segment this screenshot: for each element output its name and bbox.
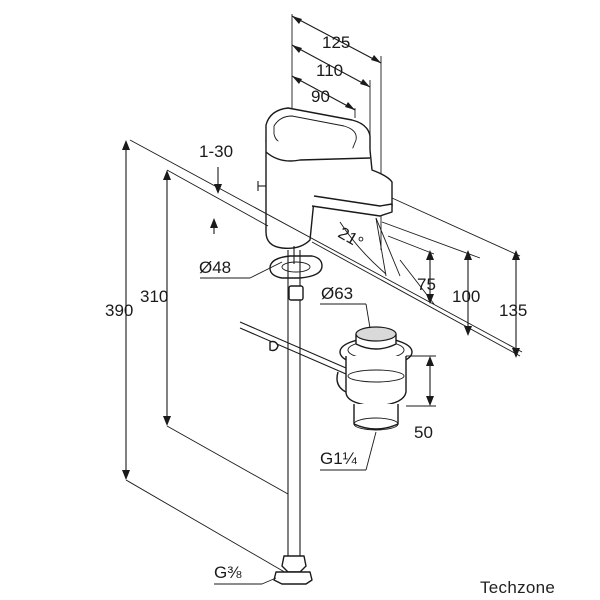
dim-1-30-leader — [210, 167, 222, 234]
pull-rod — [239, 321, 347, 375]
dim-310-label: 310 — [140, 287, 168, 306]
dim-1-30-label: 1-30 — [199, 142, 233, 161]
dim-125-label: 125 — [322, 33, 350, 52]
techzone-watermark: Techzone — [480, 578, 555, 597]
dim-135-label: 135 — [499, 301, 527, 320]
dia-63-label: Ø63 — [321, 284, 353, 303]
dim-50-label: 50 — [414, 423, 433, 442]
dim-90-label: 90 — [311, 87, 330, 106]
dim-110-label: 110 — [316, 61, 343, 80]
supply-hose — [273, 246, 313, 585]
angle-21-label: 21° — [335, 223, 367, 252]
left-dimension-lines — [122, 140, 289, 575]
dim-100-label: 100 — [452, 287, 480, 306]
dim-390-label: 390 — [105, 301, 133, 320]
dim-50-line — [406, 355, 436, 407]
angle-marker — [339, 217, 401, 277]
thread-g1-1-4-label: G1¼ — [320, 449, 358, 468]
right-dimension-lines — [129, 139, 523, 358]
thread-g3-8-label: G⅜ — [214, 563, 242, 582]
dia-48-label: Ø48 — [199, 258, 231, 277]
dim-75-label: 75 — [417, 275, 436, 294]
faucet-body — [257, 107, 393, 279]
pop-up-drain — [336, 326, 413, 431]
top-dimension-lines — [291, 14, 382, 250]
